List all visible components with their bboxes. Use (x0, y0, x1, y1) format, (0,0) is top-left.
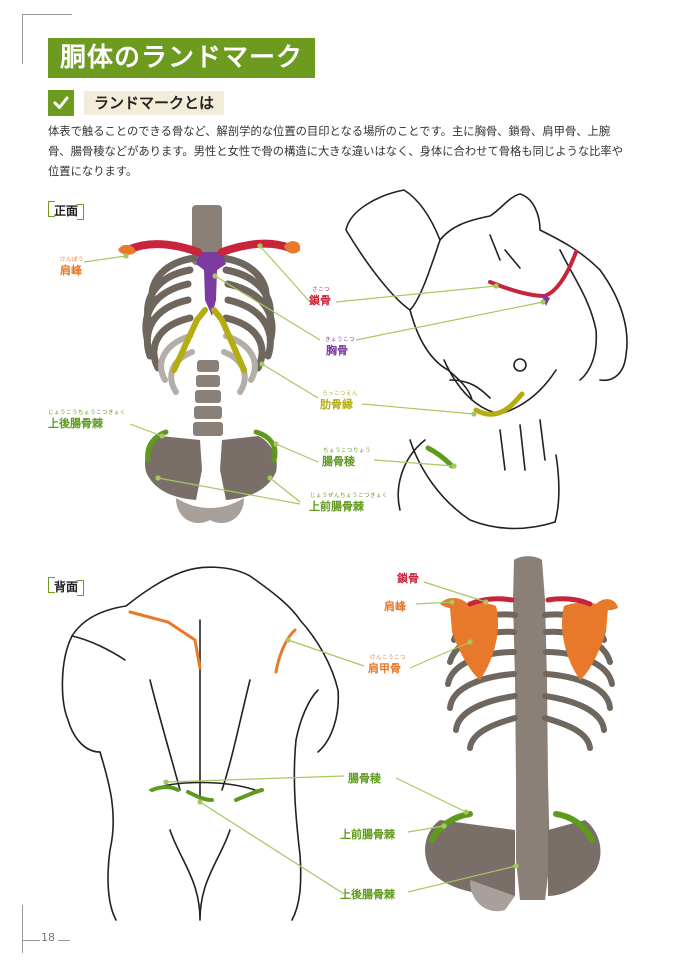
label-asis-front: 上前腸骨棘 (309, 500, 364, 513)
label-psis-front: 上後腸骨棘 (48, 417, 103, 430)
subheading: ランドマークとは (48, 90, 225, 116)
front-skeleton (118, 205, 301, 524)
page-number: 18 (41, 931, 55, 944)
label-ruby-iliac-crest: ちょうこつりょう (323, 448, 372, 454)
corner-mark-bottom-h2 (58, 940, 70, 941)
label-ruby-acromion: けんぽう (60, 257, 85, 263)
label-sternum-front: 胸骨 (326, 344, 348, 357)
label-clavicle-back: 鎖骨 (397, 572, 419, 585)
check-icon (48, 90, 74, 116)
corner-mark-bottom (22, 905, 23, 953)
corner-mark-top-h (22, 14, 72, 15)
back-leader-lines (163, 581, 519, 895)
front-torso (345, 189, 628, 530)
label-ruby-costal-margin: ろっこつえん (322, 391, 359, 397)
back-torso (61, 566, 340, 921)
section-tag-front: 正面 (48, 200, 85, 221)
label-clavicle-front: 鎖骨 (309, 294, 331, 307)
page-title: 胴体のランドマーク (48, 38, 316, 78)
intro-text: 体表で触ることのできる骨など、解剖学的な位置の目印となる場所のことです。主に胸骨… (48, 125, 624, 178)
label-psis-back: 上後腸骨棘 (340, 888, 395, 901)
label-ruby-asis: じょうぜんちょうこつきょく (310, 493, 389, 499)
corner-mark-top (22, 14, 23, 64)
subheading-label: ランドマークとは (84, 91, 225, 115)
label-scapula-back: 肩甲骨 (368, 662, 401, 675)
label-ruby-clavicle: さこつ (312, 287, 331, 293)
label-acromion-front: 肩峰 (60, 264, 82, 277)
label-costal-margin-front: 肋骨縁 (320, 398, 353, 411)
label-asis-back: 上前腸骨棘 (340, 828, 395, 841)
front-leader-lines (83, 243, 546, 505)
label-acromion-back: 肩峰 (384, 600, 406, 613)
label-ruby-scapula: けんこうこつ (370, 655, 407, 661)
label-ruby-psis: じょうこうちょうこつきょく (48, 410, 127, 416)
label-ruby-sternum: きょうこつ (325, 337, 356, 343)
corner-mark-bottom-h (22, 940, 40, 941)
label-iliac-crest-front: 腸骨稜 (322, 455, 355, 468)
label-iliac-crest-back: 腸骨稜 (348, 772, 381, 785)
section-tag-back: 背面 (48, 576, 85, 597)
back-skeleton (425, 556, 618, 912)
